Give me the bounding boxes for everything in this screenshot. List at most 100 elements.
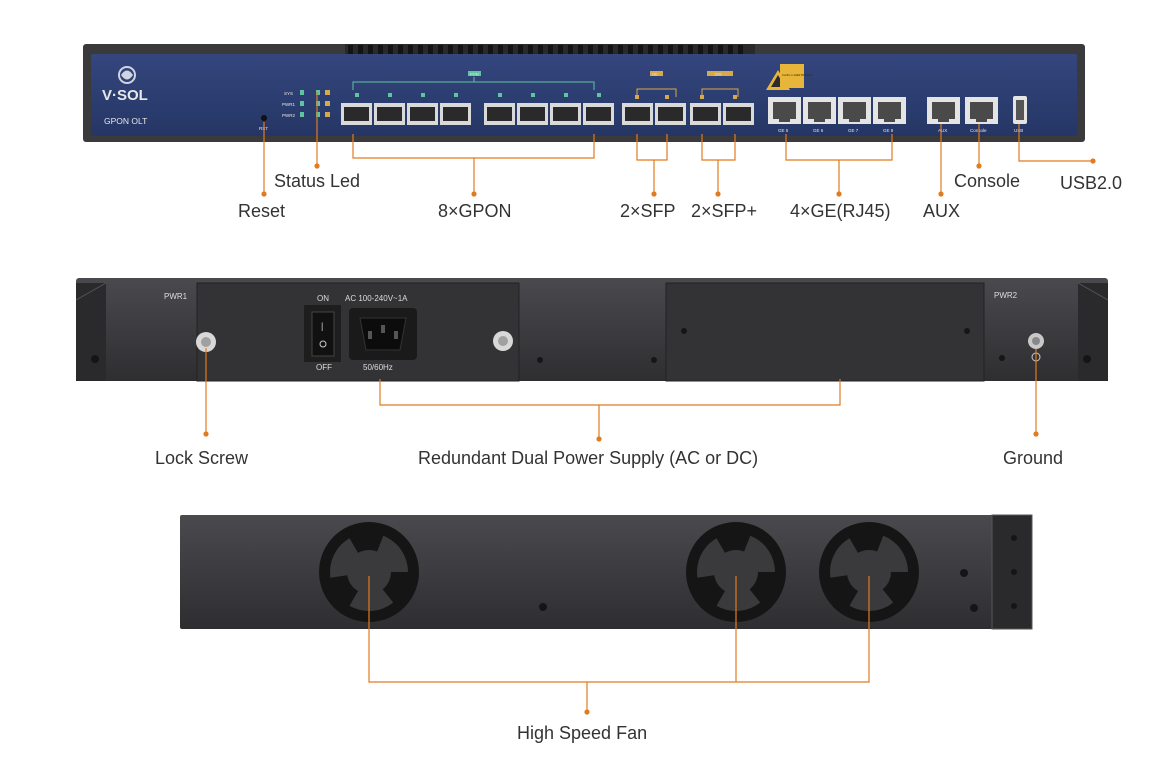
vent-slot — [398, 45, 403, 54]
vent-slot — [578, 45, 583, 54]
ac-rating-label: AC 100-240V~1A — [345, 294, 408, 303]
callout-lock-screw: Lock Screw — [155, 448, 249, 468]
console-port — [965, 97, 998, 124]
vent-slot — [418, 45, 423, 54]
sfpplus-tag — [707, 71, 733, 76]
rj45-socket — [843, 102, 866, 119]
switch-i-glyph: | — [321, 321, 323, 331]
gpon-led — [421, 93, 425, 97]
switch-on-label: ON — [317, 294, 329, 303]
gpon-led — [388, 93, 392, 97]
laser-warning-text: CLASS 1 LASER PRODUCT — [782, 74, 813, 77]
laser-warning: CLASS 1 LASER PRODUCT — [766, 64, 813, 90]
vent-slot — [648, 45, 653, 54]
ge-port-labels: GE 5 GE 6 GE 7 GE 8 — [778, 128, 894, 133]
vent-slot — [498, 45, 503, 54]
vent-slot — [488, 45, 493, 54]
vent-slot — [378, 45, 383, 54]
vent-slot — [698, 45, 703, 54]
gpon-port-slot — [377, 107, 402, 121]
sfp-led — [733, 95, 737, 99]
sfpplus-group-label: 10G — [714, 72, 722, 77]
rj45-socket — [808, 102, 831, 119]
gpon-led — [597, 93, 601, 97]
led-label-pwr1: PWR1 — [282, 102, 295, 107]
callout-ground: Ground — [1003, 448, 1064, 468]
vent-slot — [558, 45, 563, 54]
fan-hub — [847, 550, 891, 594]
vent-slot — [608, 45, 613, 54]
switch-off-label: OFF — [316, 363, 332, 372]
vent-slot — [708, 45, 713, 54]
vent-slot — [568, 45, 573, 54]
ge-port-label-3: GE 7 — [848, 128, 859, 133]
gpon-port-slot — [487, 107, 512, 121]
vent-slot — [658, 45, 663, 54]
callout-gpon: 8×GPON — [438, 201, 512, 221]
vent-slot — [628, 45, 633, 54]
vent-slot — [618, 45, 623, 54]
callout-status-led: Status Led — [274, 171, 361, 191]
frequency-label: 50/60Hz — [363, 363, 393, 372]
reset-hole — [261, 115, 267, 121]
power-switch — [311, 311, 335, 357]
ge-port-label-2: GE 6 — [813, 128, 824, 133]
sfp-port-slot — [693, 107, 718, 121]
vent-slot — [548, 45, 553, 54]
gpon-led — [498, 93, 502, 97]
gpon-port-slot — [443, 107, 468, 121]
vent-slot — [598, 45, 603, 54]
sfp-led — [665, 95, 669, 99]
callout-reset: Reset — [238, 201, 286, 221]
callout-ge: 4×GE(RJ45) — [790, 201, 891, 221]
vent-slot — [738, 45, 743, 54]
vent-slot — [408, 45, 413, 54]
vent-slot — [688, 45, 693, 54]
leader-lines — [205, 92, 1093, 712]
callout-aux: AUX — [923, 201, 961, 221]
pwr1-label: PWR1 — [164, 292, 188, 301]
gpon-group-label: PON — [470, 72, 479, 77]
callout-fan: High Speed Fan — [517, 723, 648, 743]
vent-slot — [518, 45, 523, 54]
model-text: GPON OLT — [104, 116, 147, 126]
brand-text: V·SOL — [102, 87, 148, 104]
fan-hub — [347, 550, 391, 594]
pwr2-label: PWR2 — [994, 291, 1018, 300]
switch-o-glyph — [319, 340, 327, 348]
gpon-port-slot — [586, 107, 611, 121]
callout-console: Console — [954, 171, 1021, 191]
callout-sfp-plus: 2×SFP+ — [691, 201, 758, 221]
rear-screws — [91, 328, 1091, 363]
vsol-logo — [118, 66, 136, 84]
vent-slot — [458, 45, 463, 54]
fan-hub — [714, 550, 758, 594]
vent-slot — [468, 45, 473, 54]
sfp-bracket — [636, 88, 739, 97]
vent-slot — [538, 45, 543, 54]
sfp-ports — [622, 95, 754, 125]
led-label-sys: SYS — [284, 91, 293, 96]
rj45-clip — [849, 119, 860, 122]
sfp-port-slot — [726, 107, 751, 121]
sfp-port-slot — [658, 107, 683, 121]
sfp-port-slot — [625, 107, 650, 121]
sfp-led — [700, 95, 704, 99]
status-leds: SYS PWR1 PWR2 — [282, 90, 330, 118]
vent-slot — [678, 45, 683, 54]
callout-sfp: 2×SFP — [620, 201, 676, 221]
front-panel: V·SOL GPON OLT RST SYS PWR1 PWR2 PON — [83, 44, 1085, 142]
gpon-led — [355, 93, 359, 97]
sfp-tag — [650, 71, 663, 76]
gpon-led — [564, 93, 568, 97]
rear-panel: PWR1 PWR2 | ON OFF AC 100-240V~1A 50/60H… — [75, 278, 1109, 382]
lock-screw-right — [493, 331, 513, 351]
gpon-led — [454, 93, 458, 97]
leader-dots — [203, 158, 1096, 715]
gpon-bracket — [352, 77, 595, 90]
gpon-port-slot — [344, 107, 369, 121]
gpon-ports — [341, 93, 614, 125]
aux-port — [927, 97, 960, 124]
